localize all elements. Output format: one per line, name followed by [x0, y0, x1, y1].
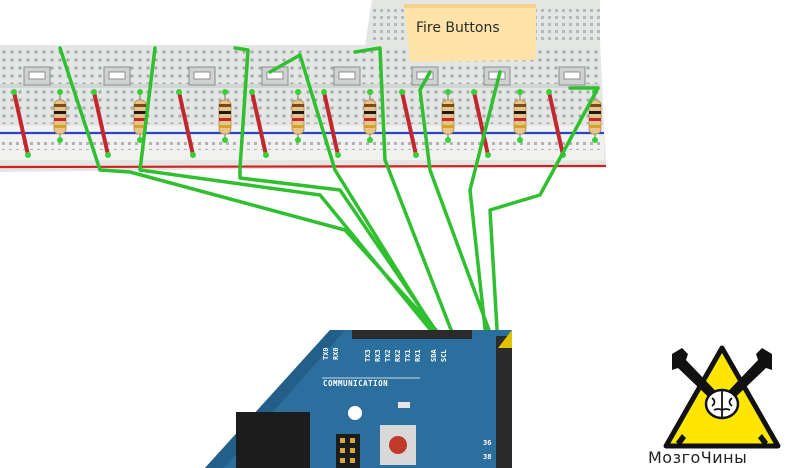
button-group [176, 66, 232, 158]
usb-chip [236, 412, 310, 468]
button-group [321, 66, 377, 158]
red-jumper [322, 90, 340, 157]
arduino-board: TX0 RX0 TX3 RX3 TX2 RX2 TX1 RX1 SDA SCL … [205, 330, 512, 468]
green-wire [233, 46, 492, 412]
communication-label: COMMUNICATION [323, 379, 388, 388]
top-header [352, 330, 472, 339]
pin-labels: TX0 RX0 TX3 RX3 TX2 RX2 TX1 RX1 SDA SCL [322, 347, 448, 362]
logo-name: МозгоЧины [648, 448, 747, 467]
red-jumper [547, 90, 565, 157]
svg-text:38: 38 [483, 453, 491, 461]
svg-text:RX3: RX3 [374, 349, 382, 362]
button-group [399, 66, 455, 158]
fire-buttons-note: Fire Buttons [404, 4, 536, 62]
svg-text:TX0: TX0 [322, 347, 330, 360]
side-header [496, 336, 512, 468]
green-wire [488, 86, 600, 382]
green-wires [58, 46, 600, 432]
button-group [546, 66, 602, 158]
note-label: Fire Buttons [416, 20, 500, 36]
red-jumper [177, 90, 195, 157]
svg-text:RX2: RX2 [394, 349, 402, 362]
svg-text:36: 36 [483, 439, 491, 447]
green-wire [418, 70, 502, 362]
mounting-hole [348, 406, 362, 420]
svg-text:RX1: RX1 [414, 349, 422, 362]
svg-text:TX3: TX3 [364, 349, 372, 362]
svg-text:TX1: TX1 [404, 349, 412, 362]
button-group [11, 66, 67, 158]
brain-icon [704, 388, 740, 420]
svg-text:SCL: SCL [440, 349, 448, 362]
red-jumper [400, 90, 418, 157]
green-wire [268, 53, 492, 422]
button-group [91, 66, 147, 158]
svg-text:TX2: TX2 [384, 349, 392, 362]
red-jumper [472, 90, 490, 157]
button-group [249, 66, 305, 158]
green-wire [353, 46, 492, 432]
red-jumper [12, 90, 30, 157]
red-jumper [250, 90, 268, 157]
red-rail [0, 164, 607, 169]
reset-button [380, 425, 416, 465]
svg-text:SDA: SDA [430, 349, 438, 362]
red-jumper [92, 90, 110, 157]
mozgochiny-logo: МозгоЧины [648, 345, 781, 467]
icsp-header [336, 434, 360, 468]
green-wire [138, 46, 490, 402]
svg-text:RX0: RX0 [332, 347, 340, 360]
